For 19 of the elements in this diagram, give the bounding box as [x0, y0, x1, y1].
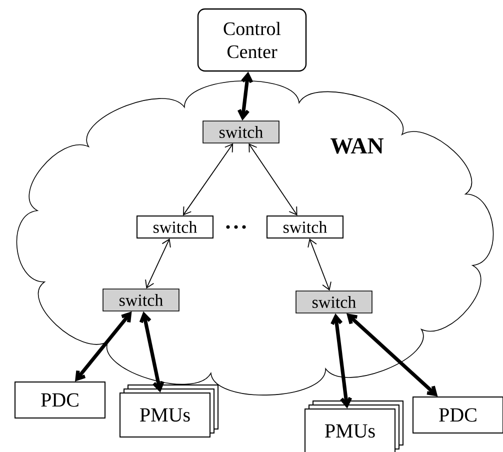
pmu-stack: PMUs — [120, 384, 218, 438]
switch-box: switch — [102, 288, 180, 312]
switch-box: switch — [266, 216, 344, 238]
arrow — [139, 311, 164, 392]
control-center-box: Control Center — [197, 8, 307, 72]
arrow — [248, 143, 298, 216]
pmu-stack: PMUs — [304, 400, 404, 452]
switch-box: switch — [296, 290, 372, 314]
arrow — [145, 238, 171, 289]
pdc-box: PDC — [14, 382, 106, 418]
switch-box: switch — [202, 120, 280, 144]
arrow — [182, 143, 234, 216]
arrow — [346, 313, 438, 396]
pdc-box: PDC — [412, 396, 503, 434]
arrow — [308, 238, 332, 291]
arrow — [238, 72, 254, 121]
arrow — [330, 313, 352, 408]
switch-box: switch — [136, 216, 214, 238]
arrow — [74, 311, 132, 382]
